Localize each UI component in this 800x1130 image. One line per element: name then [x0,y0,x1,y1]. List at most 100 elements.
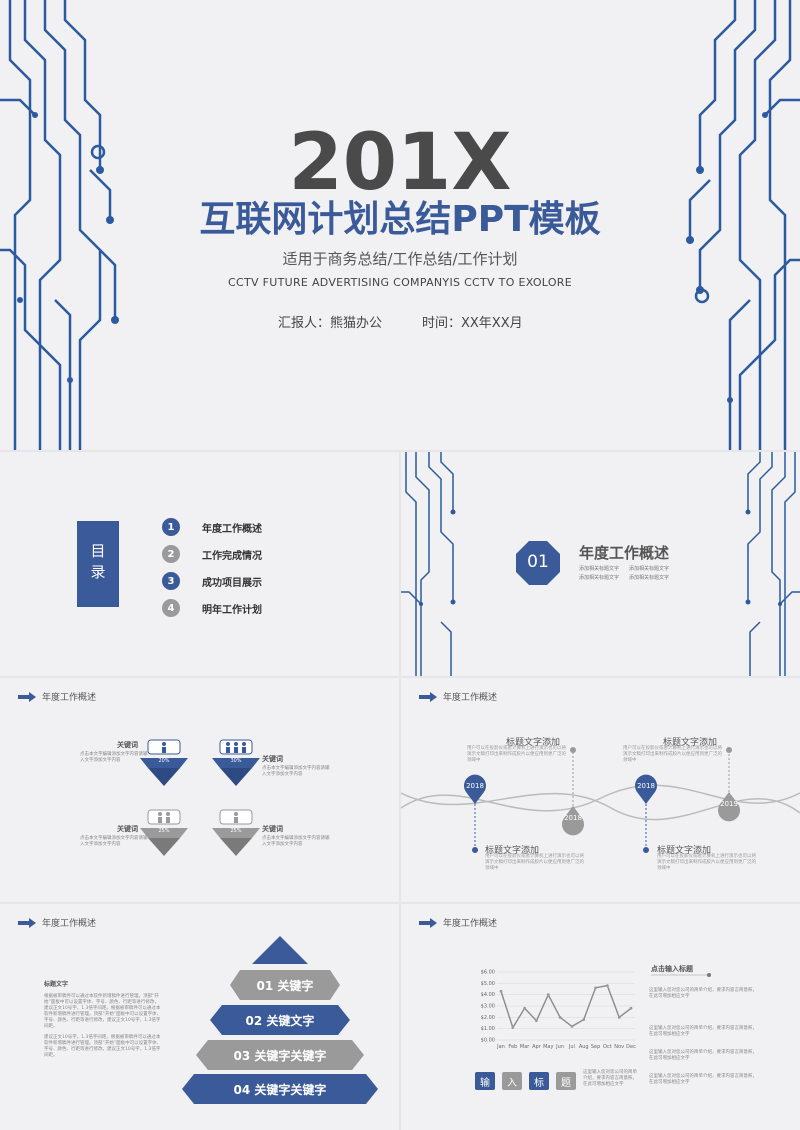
timeline-pin-1 [464,774,486,804]
chart-point [617,1015,621,1019]
chart-x-tick: Nov [614,1044,624,1050]
pyramid-level-4: 04 关键字关键字 [233,1082,327,1097]
timeline-pin-3 [635,774,657,804]
arrow-right-icon [419,917,437,928]
keywords-slide[interactable]: 年度工作概述 关键词 点击本文字编辑添加文字内容请输入文字添加文字内容 20% … [0,678,399,902]
pyramid-level-2: 02 关键文字 [245,1013,315,1028]
chart-y-tick: $0.00 [481,1038,495,1044]
slide-header-label: 年度工作概述 [443,919,498,929]
chart-point [546,993,550,997]
chart-y-tick: $1.00 [481,1026,495,1032]
section-title: 年度工作概述 [579,544,670,562]
keyword-desc: 点击本文字编辑添加文字内容请输入文字添加文字内容 [80,752,148,763]
toc-label: 目录 [88,543,107,585]
keyword-label: 关键词 [117,825,138,833]
toc-item-text: 工作完成情况 [202,550,262,562]
chart-y-tick: $4.00 [481,992,495,998]
chart-x-tick: Aug [579,1044,589,1050]
toc-number: 4 [162,599,180,617]
timeline-desc: 用户可以在投影仪或者计算机上进行演示也可以将演示文稿打印出来制作成胶片以便应用到… [657,854,756,871]
pyramid-slide[interactable]: 年度工作概述 标题文字 根据被审稿件可以通过本软件新增稿件进行管理。顶部“开始”… [0,904,399,1130]
timeline-heading: 标题文字添加 [506,738,561,748]
cover-reporter: 汇报人：熊猫办公 [278,316,383,331]
pyramid-apex [252,936,308,964]
pyramid-level-1: 01 关键字 [256,978,314,993]
chart-x-tick: Mar [520,1044,530,1050]
timeline-desc: 用户可以在投影仪或者计算机上进行演示也可以将演示文稿打印出来制作成胶片以便应用到… [485,854,584,871]
cover-slide[interactable]: 201X 互联网计划总结PPT模板 适用于商务总结/工作总结/工作计划 CCTV… [0,0,800,450]
section-bullet: 添加相关标题文字 [579,566,620,572]
timeline-slide[interactable]: 年度工作概述 2018 2018 2018 2019 标题文字添加 用户可以在投… [401,678,800,902]
chip-desc: 这里输入您对您公司的简单介绍，要求内容言简意赅，在此可增加相应文字 [583,1070,637,1087]
section-slide[interactable]: 01 年度工作概述 添加相关标题文字 添加相关标题文字 添加相关标题文字 添加相… [401,452,800,676]
chart-side-item: 这里输入您对您公司的简单介绍，要求内容言简意赅，在此可增加相应文字 [649,1026,757,1037]
keyword-block-1 [140,739,188,786]
keyword-label: 关键词 [262,755,283,763]
toc-item-1[interactable]: 1 年度工作概述 [162,518,262,536]
keyword-block-2 [212,739,260,786]
chart-slide[interactable]: 年度工作概述 $0.00$1.00$2.00$3.00$4.00$5.00$6.… [401,904,800,1130]
keyword-label: 关键词 [117,741,138,749]
arrow-right-icon [18,917,36,928]
chart-x-tick: May [543,1044,553,1050]
keyword-desc: 点击本文字编辑添加文字内容请输入文字添加文字内容 [80,836,148,847]
chart-y-tick: $3.00 [481,1004,495,1010]
chart-x-tick: Oct [603,1044,612,1050]
section-number: 01 [527,552,549,572]
chart-point [511,1026,515,1029]
chart-point [499,989,503,993]
chart-x-tick: Jun [555,1044,564,1050]
circuit-left-decoration [401,452,456,676]
chart-point [582,1018,586,1021]
pyramid-para1: 根据被审稿件可以通过本软件新增稿件进行管理。顶部“开始”面板中可以设置字体、字号… [44,994,162,1029]
keyword-percent: 25% [230,828,242,834]
pyramid-level-3: 03 关键字关键字 [233,1048,327,1063]
section-octagon [516,541,560,585]
timeline-connectors [472,747,732,853]
chart-x-tick: Feb [508,1044,517,1050]
slide-header: 年度工作概述 [419,916,497,929]
chart-y-tick: $5.00 [481,981,495,987]
chart-x-tick: Jul [568,1044,575,1050]
chip-input-3: 标 [529,1072,549,1090]
slide-header-label: 年度工作概述 [42,693,97,703]
timeline-heading: 标题文字添加 [485,846,540,856]
keyword-percent: 25% [158,828,170,834]
slide-header: 年度工作概述 [18,690,96,703]
section-bullet: 添加相关标题文字 [629,575,670,581]
toc-item-4[interactable]: 4 明年工作计划 [162,599,262,617]
timeline-year: 2018 [564,814,582,822]
timeline-heading: 标题文字添加 [663,738,718,748]
timeline-desc: 用户可以在投影仪或者计算机上进行演示也可以将演示文稿打印出来制作成胶片以便应用到… [467,746,566,763]
chart-point [629,1006,633,1010]
cover-year: 201X [288,118,512,208]
toc-item-3[interactable]: 3 成功项目展示 [162,572,262,590]
section-bullet: 添加相关标题文字 [629,566,670,572]
slide-header-label: 年度工作概述 [42,919,97,929]
slide-header: 年度工作概述 [419,690,497,703]
chart-y-tick: $6.00 [481,970,495,976]
cover-time: 时间：XX年XX月 [422,316,523,331]
timeline-year: 2018 [637,782,655,790]
keyword-percent: 20% [158,758,170,764]
chart-point [570,1025,574,1028]
section-bullets: 添加相关标题文字 添加相关标题文字 添加相关标题文字 添加相关标题文字 [579,565,709,581]
keyword-block-4 [212,809,260,856]
keyword-percent: 30% [230,758,242,764]
chart-point [558,1015,562,1019]
chip-input-1: 输 [475,1072,495,1090]
toc-slide[interactable]: 目录 1 年度工作概述 2 工作完成情况 3 成功项目展示 4 明年工作计划 [0,452,399,676]
slide-header: 年度工作概述 [18,916,96,929]
cover-english: CCTV FUTURE ADVERTISING COMPANYIS CCTV T… [228,276,572,289]
pyramid-heading: 标题文字 [44,981,69,988]
chip-input-2: 入 [502,1072,522,1090]
toc-number: 2 [162,545,180,563]
timeline-year: 2019 [720,800,738,808]
chart-point [523,1006,527,1010]
toc-item-2[interactable]: 2 工作完成情况 [162,545,262,563]
chart-point [594,986,597,990]
pyramid-para2: 建议正文10号字，1.3倍字间距。根据被审稿件可以通过本软件新增稿件进行管理。顶… [44,1035,162,1058]
cover-title: 互联网计划总结PPT模板 [199,199,601,240]
chart-point [535,1019,538,1023]
